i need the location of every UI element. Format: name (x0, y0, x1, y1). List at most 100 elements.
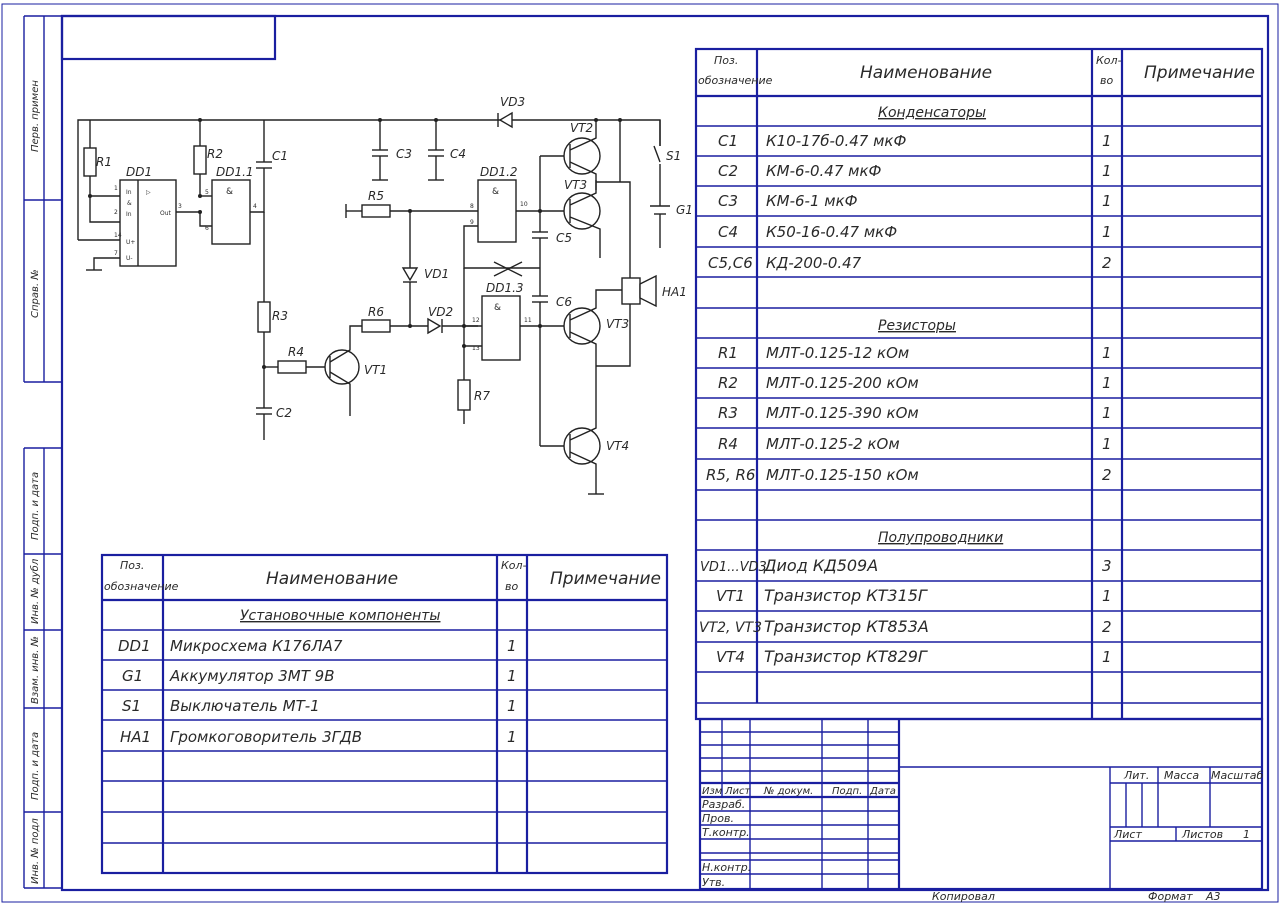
gate-dd1-2 (477, 179, 517, 243)
label-vd3: VD3 (500, 95, 525, 109)
rt-row: R4 МЛТ-0.125-2 кОм 1 (718, 435, 1112, 453)
lt-head-name: Наименование (266, 569, 398, 589)
stamp-format: Формат (1148, 890, 1193, 903)
stamp-masshtab: Масштаб (1211, 769, 1263, 782)
label-s1: S1 (666, 149, 681, 163)
side-label-inv-dubl: Инв. № дубл (29, 558, 41, 624)
spec-table-left: Поз. обозначение Наименование Кол- во Пр… (100, 553, 669, 875)
dd1-pin-in1: In (126, 189, 132, 196)
stamp-podp: Подп. (832, 786, 862, 797)
label-dd1: DD1 (126, 165, 152, 179)
dd1-pin-u2: U- (126, 255, 133, 262)
rt-cell-name: К50-16-0.47 мкФ (766, 223, 897, 241)
rt-row: VT4 Транзистор КТ829Г 1 (716, 647, 1112, 666)
lt-cell-name: Микросхема К176ЛА7 (170, 637, 343, 655)
rt-head-name: Наименование (860, 63, 992, 83)
stamp-utv: Утв. (702, 876, 725, 889)
rt-cell-pos: C3 (718, 192, 738, 210)
transistor-vt1 (324, 349, 360, 385)
label-dd1-1: DD1.1 (216, 165, 254, 179)
stamp-tkontr: Т.контр. (702, 826, 750, 839)
pin-10: 10 (520, 201, 528, 208)
rt-cell-pos: VT2, VT3 (699, 620, 762, 636)
rt-head-qty1: Кол- (1096, 54, 1122, 67)
rt-cell-name: КМ-6-0.47 мкФ (766, 162, 882, 180)
rt-cell-qty: 2 (1102, 618, 1112, 636)
label-r6: R6 (368, 305, 384, 319)
label-g1: G1 (676, 203, 693, 217)
lt-cell-name: Громкоговоритель 3ГДВ (170, 728, 362, 746)
pin-5: 5 (205, 189, 209, 196)
rt-row: C3 КМ-6-1 мкФ 1 (718, 192, 1112, 210)
rt-cell-name: Транзистор КТ829Г (764, 647, 928, 666)
lt-head-qty1: Кол- (501, 559, 527, 572)
lt-head-pos1: Поз. (120, 559, 144, 572)
label-r2: R2 (207, 147, 223, 161)
stamp-format-val: A3 (1205, 890, 1221, 903)
title-block: Лит. Масса Масштаб Лист Листов 1 Изм Лис… (698, 717, 1263, 903)
label-vt1: VT1 (364, 363, 387, 377)
label-r1: R1 (96, 155, 112, 169)
label-vt2: VT2 (570, 121, 593, 135)
rt-cell-qty: 1 (1102, 344, 1112, 362)
rt-cell-qty: 2 (1102, 466, 1112, 484)
rt-cell-name: КД-200-0.47 (766, 254, 862, 272)
transistor-vt4 (563, 427, 601, 465)
pin-2: 2 (114, 209, 118, 216)
rt-cell-pos: VT4 (716, 648, 745, 666)
rt-cell-qty: 1 (1102, 648, 1112, 666)
side-label-podp2: Подп. и дата (30, 732, 41, 800)
dd1-2-and-sym: & (492, 187, 499, 197)
rt-section-capacitors: Конденсаторы (878, 105, 986, 121)
side-label-vzam: Взам. инв. № (30, 636, 41, 704)
rt-cell-pos: R5, R6 (706, 466, 755, 484)
label-vt3-lower: VT3 (606, 317, 629, 331)
rt-row: C2 КМ-6-0.47 мкФ 1 (718, 162, 1112, 180)
rt-row: R3 МЛТ-0.125-390 кОм 1 (718, 404, 1112, 422)
rt-cell-name: МЛТ-0.125-12 кОм (766, 344, 909, 362)
stamp-lit: Лит. (1123, 769, 1149, 782)
stamp-data: Дата (869, 786, 896, 797)
rt-cell-qty: 1 (1102, 132, 1112, 150)
rt-head-qty2: во (1100, 74, 1113, 87)
label-vd2: VD2 (428, 305, 453, 319)
chip-dd1 (119, 179, 177, 267)
dd1-3-and-sym: & (494, 303, 501, 313)
rt-cell-name: МЛТ-0.125-150 кОм (766, 466, 919, 484)
rt-cell-name: Транзистор КТ853А (764, 617, 929, 636)
pin-13: 13 (472, 345, 480, 352)
rt-row: C5,C6 КД-200-0.47 2 (708, 254, 1112, 272)
stamp-kopiroval: Копировал (932, 890, 995, 903)
spec-table-right: Поз. обозначение Наименование Кол- во Пр… (694, 47, 1264, 721)
lt-row: S1 Выключатель МТ-1 1 (122, 697, 517, 715)
label-c3: C3 (396, 147, 412, 161)
dd1-pin-amp: & (127, 200, 132, 207)
dd1-1-and-sym: & (226, 187, 233, 197)
rt-row: C1 К10-17б-0.47 мкФ 1 (718, 132, 1112, 150)
label-ha1: HA1 (662, 285, 687, 299)
label-vt4: VT4 (606, 439, 629, 453)
pin-1: 1 (114, 185, 118, 192)
rt-section-resistors: Резисторы (878, 318, 956, 334)
pin-9: 9 (470, 219, 474, 226)
transistor-vt3 (563, 307, 601, 345)
rt-row: R1 МЛТ-0.125-12 кОм 1 (718, 344, 1112, 362)
label-c4: C4 (450, 147, 466, 161)
pin-7: 7 (114, 250, 118, 257)
lt-row: DD1 Микросхема К176ЛА7 1 (118, 637, 517, 655)
stamp-listov: Листов (1181, 828, 1223, 841)
rt-cell-name: Диод КД509А (763, 556, 878, 575)
transistor-vt3-upper (563, 192, 601, 230)
rt-row: R2 МЛТ-0.125-200 кОм 1 (718, 374, 1112, 392)
rt-cell-pos: VT1 (716, 587, 745, 605)
rt-cell-pos: R1 (718, 344, 738, 362)
rt-cell-qty: 1 (1102, 192, 1112, 210)
rt-cell-pos: R4 (718, 435, 738, 453)
lt-cell-qty: 1 (507, 697, 517, 715)
rt-cell-pos: C2 (718, 162, 738, 180)
resistor-r4 (277, 360, 307, 374)
rt-cell-name: К10-17б-0.47 мкФ (766, 132, 906, 150)
pin-6: 6 (205, 225, 209, 232)
rt-cell-qty: 1 (1102, 404, 1112, 422)
